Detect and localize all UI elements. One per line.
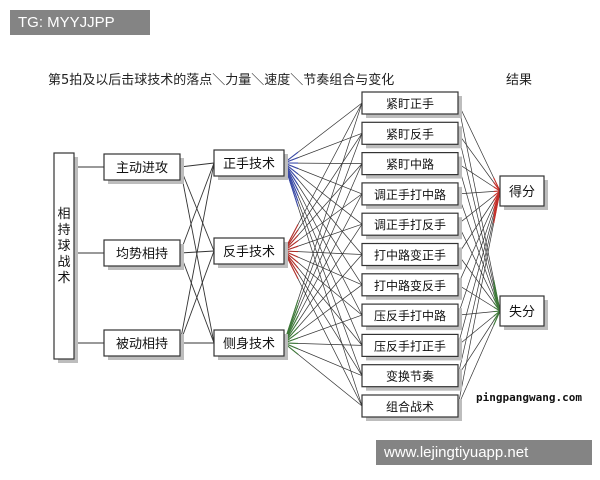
- result-node: 失分: [499, 295, 548, 330]
- placement-result-link: [457, 190, 501, 255]
- technique-node: 正手技术: [213, 149, 288, 180]
- root-label: 相持球战术: [57, 207, 70, 286]
- placement-result-link: [457, 102, 501, 312]
- site-credit: pingpangwang.com: [476, 391, 582, 404]
- placement-node: 压反手打正手: [361, 333, 462, 361]
- placement-result-link: [457, 190, 501, 225]
- technique-node: 反手技术: [213, 237, 288, 268]
- placement-node-label: 紧盯中路: [386, 157, 434, 172]
- placement-result-link: [457, 310, 501, 376]
- placement-node: 组合战术: [361, 394, 462, 421]
- site-watermark: www.lejingtiyuapp.net: [376, 440, 592, 465]
- placement-node-label: 压反手打中路: [374, 308, 446, 323]
- placement-result-link: [457, 190, 501, 195]
- tactic-technique-link: [179, 162, 215, 254]
- result-fan: [493, 186, 501, 192]
- placement-node-label: 紧盯正手: [386, 97, 434, 111]
- placement-result-link: [457, 190, 501, 346]
- result-node-label: 失分: [509, 305, 535, 320]
- placement-result-link: [457, 163, 501, 192]
- placement-node: 紧盯正手: [361, 91, 462, 118]
- root-node: 相持球战术: [53, 152, 78, 363]
- placement-node-label: 打中路变正手: [374, 248, 446, 263]
- tactic-node-label: 均势相持: [116, 246, 168, 262]
- placement-node-label: 组合战术: [386, 399, 434, 414]
- tactic-node: 均势相持: [103, 239, 184, 270]
- result-fan: [493, 182, 501, 192]
- tactic-technique-link: [179, 162, 215, 168]
- placement-node-label: 压反手打正手: [374, 339, 446, 353]
- technique-node-label: 反手技术: [223, 245, 275, 260]
- placement-result-link: [457, 102, 501, 192]
- tactic-node: 被动相持: [103, 329, 184, 360]
- result-header: 结果: [506, 73, 532, 88]
- result-node-label: 得分: [509, 184, 535, 200]
- result-fan: [493, 310, 501, 313]
- placement-node: 紧盯中路: [361, 152, 462, 179]
- placement-node: 调正手打中路: [361, 182, 462, 209]
- result-fan: [493, 190, 501, 224]
- tactic-node-label: 主动进攻: [116, 161, 168, 176]
- placement-node-label: 变换节奏: [386, 369, 434, 384]
- tactic-node-label: 被动相持: [116, 337, 168, 352]
- tactic-technique-link: [179, 250, 215, 344]
- tg-watermark: TG: MYYJJPP: [10, 10, 150, 35]
- placement-result-link: [457, 133, 501, 192]
- placement-node: 紧盯反手: [361, 121, 462, 149]
- placement-result-link: [457, 190, 501, 376]
- result-node: 得分: [499, 175, 548, 210]
- technique-node-label: 正手技术: [223, 157, 275, 172]
- placement-node: 调正手打反手: [361, 212, 462, 240]
- tactic-technique-link: [179, 162, 215, 344]
- placement-result-link: [457, 190, 501, 285]
- placement-node-label: 打中路变反手: [374, 278, 446, 293]
- technique-node: 侧身技术: [213, 329, 288, 360]
- tactic-node: 主动进攻: [103, 153, 184, 184]
- technique-node-label: 侧身技术: [223, 336, 275, 352]
- result-fan: [493, 302, 501, 312]
- placement-result-link: [457, 190, 501, 407]
- placement-node-label: 紧盯反手: [386, 127, 434, 141]
- placement-node: 打中路变反手: [361, 273, 462, 300]
- placement-result-link: [457, 190, 501, 316]
- placement-result-link: [457, 310, 501, 407]
- diagram-title: 第5拍及以后击球技术的落点＼力量＼速度＼节奏组合与变化: [48, 72, 394, 88]
- placement-node-label: 调正手打中路: [374, 187, 446, 202]
- placement-node: 压反手打中路: [361, 303, 462, 331]
- result-fan: [493, 306, 501, 312]
- connection-lines: [74, 102, 501, 407]
- placement-result-link: [457, 310, 501, 346]
- result-fan: [493, 310, 501, 326]
- placement-node: 打中路变正手: [361, 242, 462, 270]
- placement-node-label: 调正手打反手: [374, 218, 446, 232]
- placement-result-link: [457, 310, 501, 316]
- placement-node: 变换节奏: [361, 364, 462, 391]
